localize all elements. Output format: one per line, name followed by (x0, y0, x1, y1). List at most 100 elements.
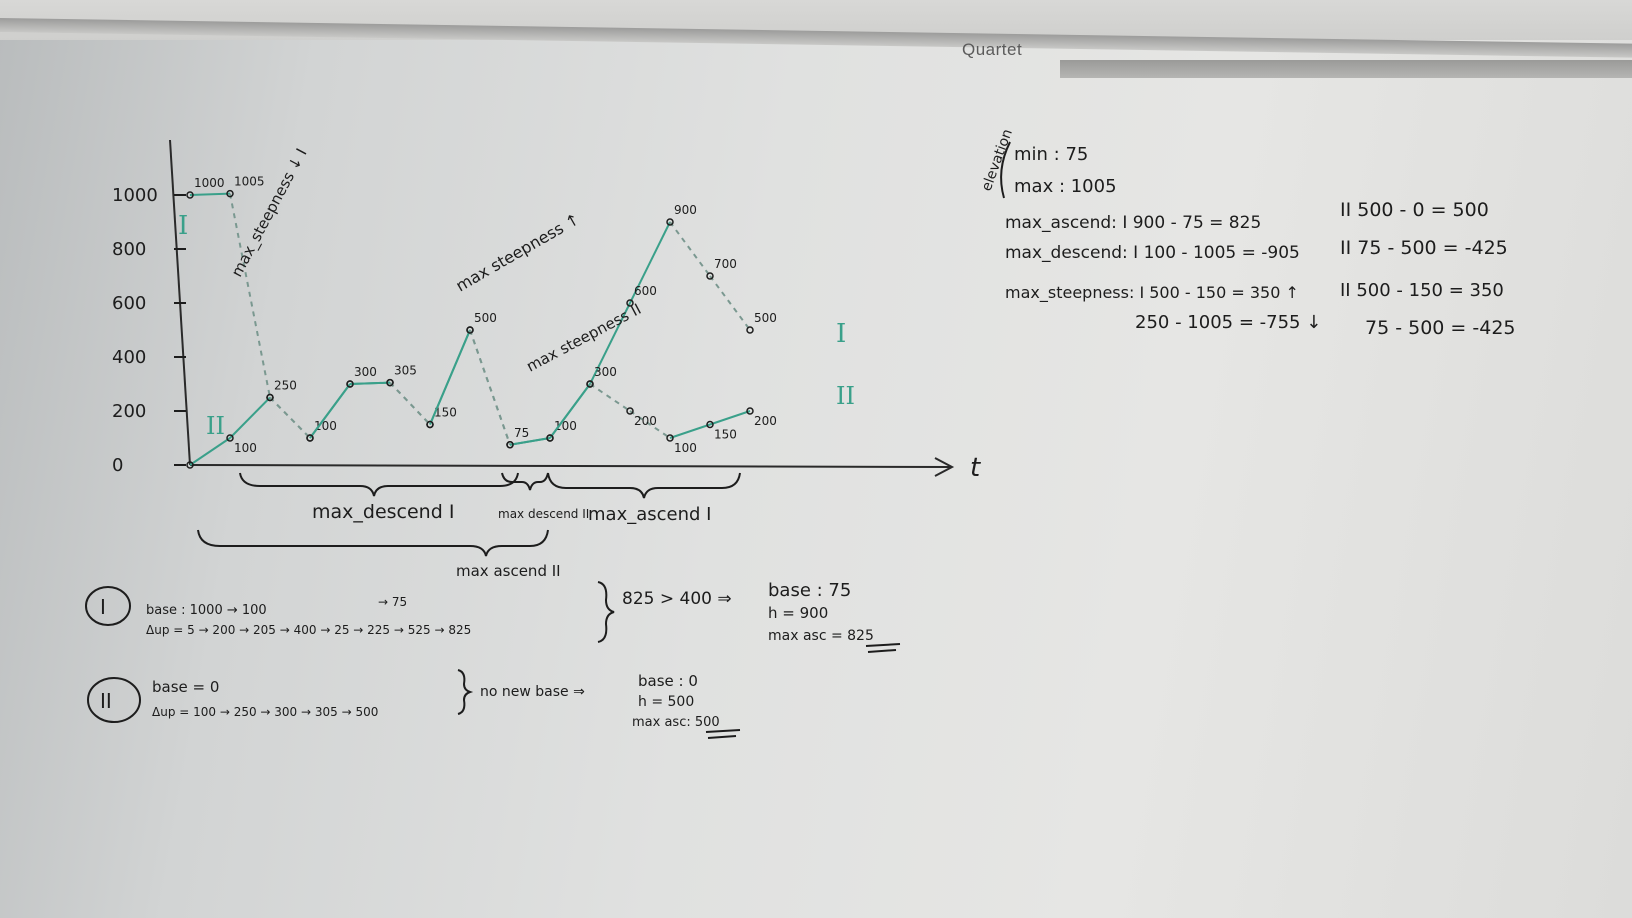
case-I-underline (865, 643, 901, 653)
series-II-point (186, 461, 194, 469)
series-I-point (706, 272, 714, 280)
series-II-point (266, 393, 274, 402)
annotation-max-steepness-II: max steepness II (523, 300, 644, 376)
series-I-point (626, 299, 634, 307)
series-II-point (586, 380, 594, 388)
brace-max-descend-I (239, 472, 519, 497)
x-axis-arrow-icon (934, 457, 955, 477)
whiteboard (0, 22, 1632, 918)
note-row-4-right: 75 - 500 = -425 (1365, 317, 1516, 339)
series-I-end-label: I (836, 319, 846, 349)
series-II-point (546, 434, 554, 442)
case-II-compare: no new base ⇒ (480, 684, 585, 700)
series-II-segment (669, 423, 711, 439)
series-I-data-label: 700 (714, 257, 737, 271)
annotation-max-steepness-up: max steepness ↑ (453, 209, 583, 295)
y-tick-label: 600 (112, 293, 146, 314)
case-I-dup-top: → 75 (378, 595, 407, 609)
elevation-max: max : 1005 (1014, 176, 1117, 197)
series-I-segment (589, 302, 631, 385)
series-II-segment (469, 329, 511, 446)
series-II-point (386, 378, 394, 387)
elevation-min: min : 75 (1014, 144, 1088, 165)
label-max-ascend-I: max_ascend I (588, 504, 711, 525)
case-II-result-base: base : 0 (638, 672, 698, 690)
elevation-bracket (1000, 141, 1011, 199)
series-II-data-label: 100 (674, 441, 697, 455)
y-tick-label: 0 (112, 455, 123, 476)
brand-logo: Quartet (962, 40, 1023, 59)
series-I-data-label: 100 (554, 419, 577, 433)
label-max-descend-II: max descend II (498, 507, 589, 521)
series-I-segment (269, 396, 311, 439)
series-I-segment (189, 192, 231, 196)
series-I-data-label: 500 (474, 311, 497, 325)
series-I-point (746, 326, 754, 334)
case-I-brace (597, 581, 615, 643)
series-II-data-label: 100 (234, 441, 257, 455)
brace-max-descend-II (501, 472, 549, 491)
series-II-segment (389, 381, 431, 426)
series-II-segment (629, 410, 671, 439)
case-I-result-h: h = 900 (768, 604, 828, 622)
note-row-2-right: II 75 - 500 = -425 (1340, 237, 1508, 259)
case-II-underline (705, 729, 741, 739)
series-II-segment (549, 383, 591, 439)
series-I-point (666, 218, 674, 226)
case-II-result-h: h = 500 (638, 694, 694, 710)
series-I-data-label: 1000 (194, 176, 225, 190)
y-tick-label: 400 (112, 347, 146, 368)
case-II-circle (87, 677, 141, 723)
series-II-point (746, 407, 754, 415)
series-II-point (346, 380, 354, 388)
case-II-brace (457, 669, 474, 715)
case-II-dup: Δup = 100 → 250 → 300 → 305 → 500 (152, 705, 378, 719)
y-tick-label: 800 (112, 239, 146, 260)
series-II-label: II (206, 412, 225, 440)
series-II-segment (589, 383, 631, 412)
series-I-segment (389, 381, 431, 426)
note-row-3-right: II 500 - 150 = 350 (1340, 280, 1504, 301)
marker-rail (1060, 60, 1632, 78)
series-II-point (226, 434, 234, 442)
x-axis-label: t (970, 453, 981, 483)
series-II-data-label: 150 (714, 428, 737, 442)
annotation-max-steepness-down: max_steepness ↓ I (228, 145, 312, 280)
case-I-compare: 825 > 400 ⇒ (622, 589, 732, 609)
series-I-data-label: 305 (394, 364, 417, 378)
series-I-data-label: 75 (514, 426, 529, 440)
series-I-segment (669, 221, 711, 277)
brace-max-ascend-I (547, 472, 741, 499)
elevation-label: elevation (979, 127, 1016, 193)
series-II-segment (309, 383, 351, 439)
series-I-data-label: 250 (274, 379, 297, 393)
series-I-point (186, 191, 194, 199)
series-II-segment (189, 437, 231, 466)
series-I-data-label: 150 (434, 406, 457, 420)
case-I-result-base: base : 75 (768, 580, 851, 601)
case-II-base: base = 0 (152, 678, 219, 696)
series-II-point (466, 326, 474, 334)
case-I-result-max: max asc = 825 (768, 628, 874, 644)
note-row-4-left: 250 - 1005 = -755 ↓ (1135, 312, 1321, 333)
case-I-marker: I (100, 595, 106, 619)
series-I-point (226, 189, 234, 198)
series-II-segment (269, 396, 311, 439)
series-I-data-label: 1005 (234, 175, 265, 189)
case-II-result-max: max asc: 500 (632, 715, 720, 730)
note-row-2-left: max_descend: I 100 - 1005 = -905 (1005, 243, 1300, 263)
brace-max-ascend-II (197, 529, 549, 557)
x-axis (189, 464, 951, 468)
series-I-segment (709, 275, 751, 331)
series-I-segment (629, 221, 671, 304)
series-II-end-label: II (836, 382, 855, 410)
note-row-1-left: max_ascend: I 900 - 75 = 825 (1005, 213, 1261, 233)
series-I-data-label: 100 (314, 419, 337, 433)
label-max-ascend-II: max ascend II (456, 562, 561, 580)
series-I-segment (229, 193, 271, 398)
series-II-point (626, 407, 634, 415)
series-II-segment (709, 410, 751, 426)
series-II-data-label: 200 (634, 414, 657, 428)
